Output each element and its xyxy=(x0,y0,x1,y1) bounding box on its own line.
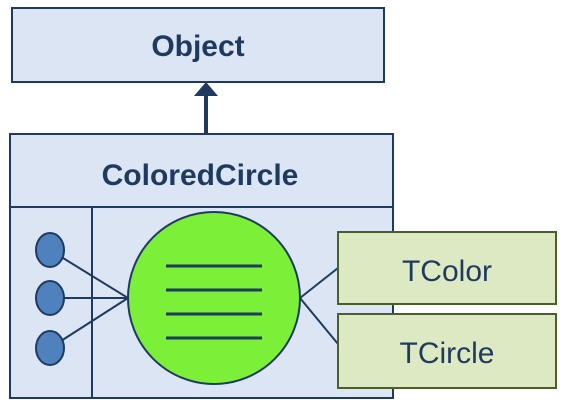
method-dot xyxy=(35,280,65,316)
inheritance-arrow xyxy=(194,82,218,134)
interface-box-tcircle: TCircle xyxy=(337,313,557,389)
interface-box-tcolor: TColor xyxy=(337,231,557,305)
tcircle-label: TCircle xyxy=(400,337,495,370)
colored-circle-core xyxy=(127,211,301,385)
method-dot xyxy=(35,232,65,268)
tcolor-label: TColor xyxy=(402,255,492,288)
method-dots xyxy=(35,232,65,366)
interface-connectors xyxy=(299,267,339,345)
object-class-label: Object xyxy=(151,30,244,63)
method-dot xyxy=(35,330,65,366)
colored-circle-class-box: ColoredCircle xyxy=(9,133,394,399)
object-class-box: Object xyxy=(11,7,385,83)
colored-circle-class-label: ColoredCircle xyxy=(102,159,299,192)
